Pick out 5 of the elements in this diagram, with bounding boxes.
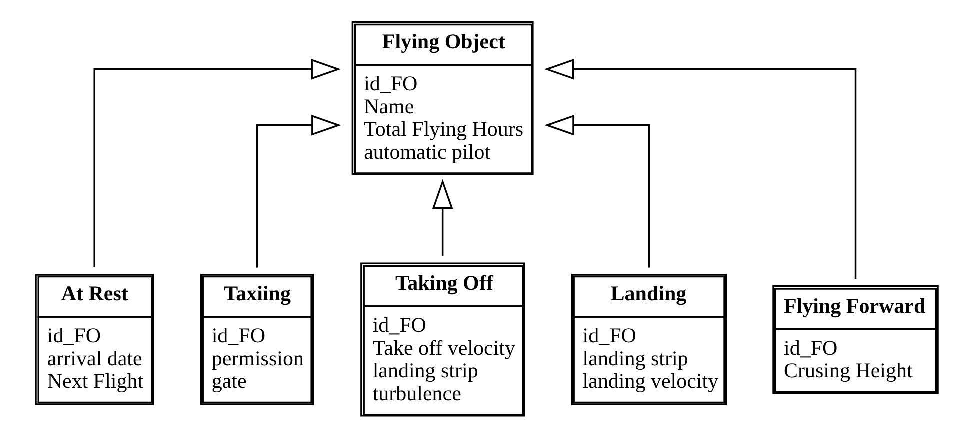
- arrow: [94, 58, 341, 268]
- arrow: [432, 179, 454, 256]
- arrow: [544, 114, 650, 268]
- arrow: [256, 114, 342, 268]
- arrow: [544, 58, 857, 280]
